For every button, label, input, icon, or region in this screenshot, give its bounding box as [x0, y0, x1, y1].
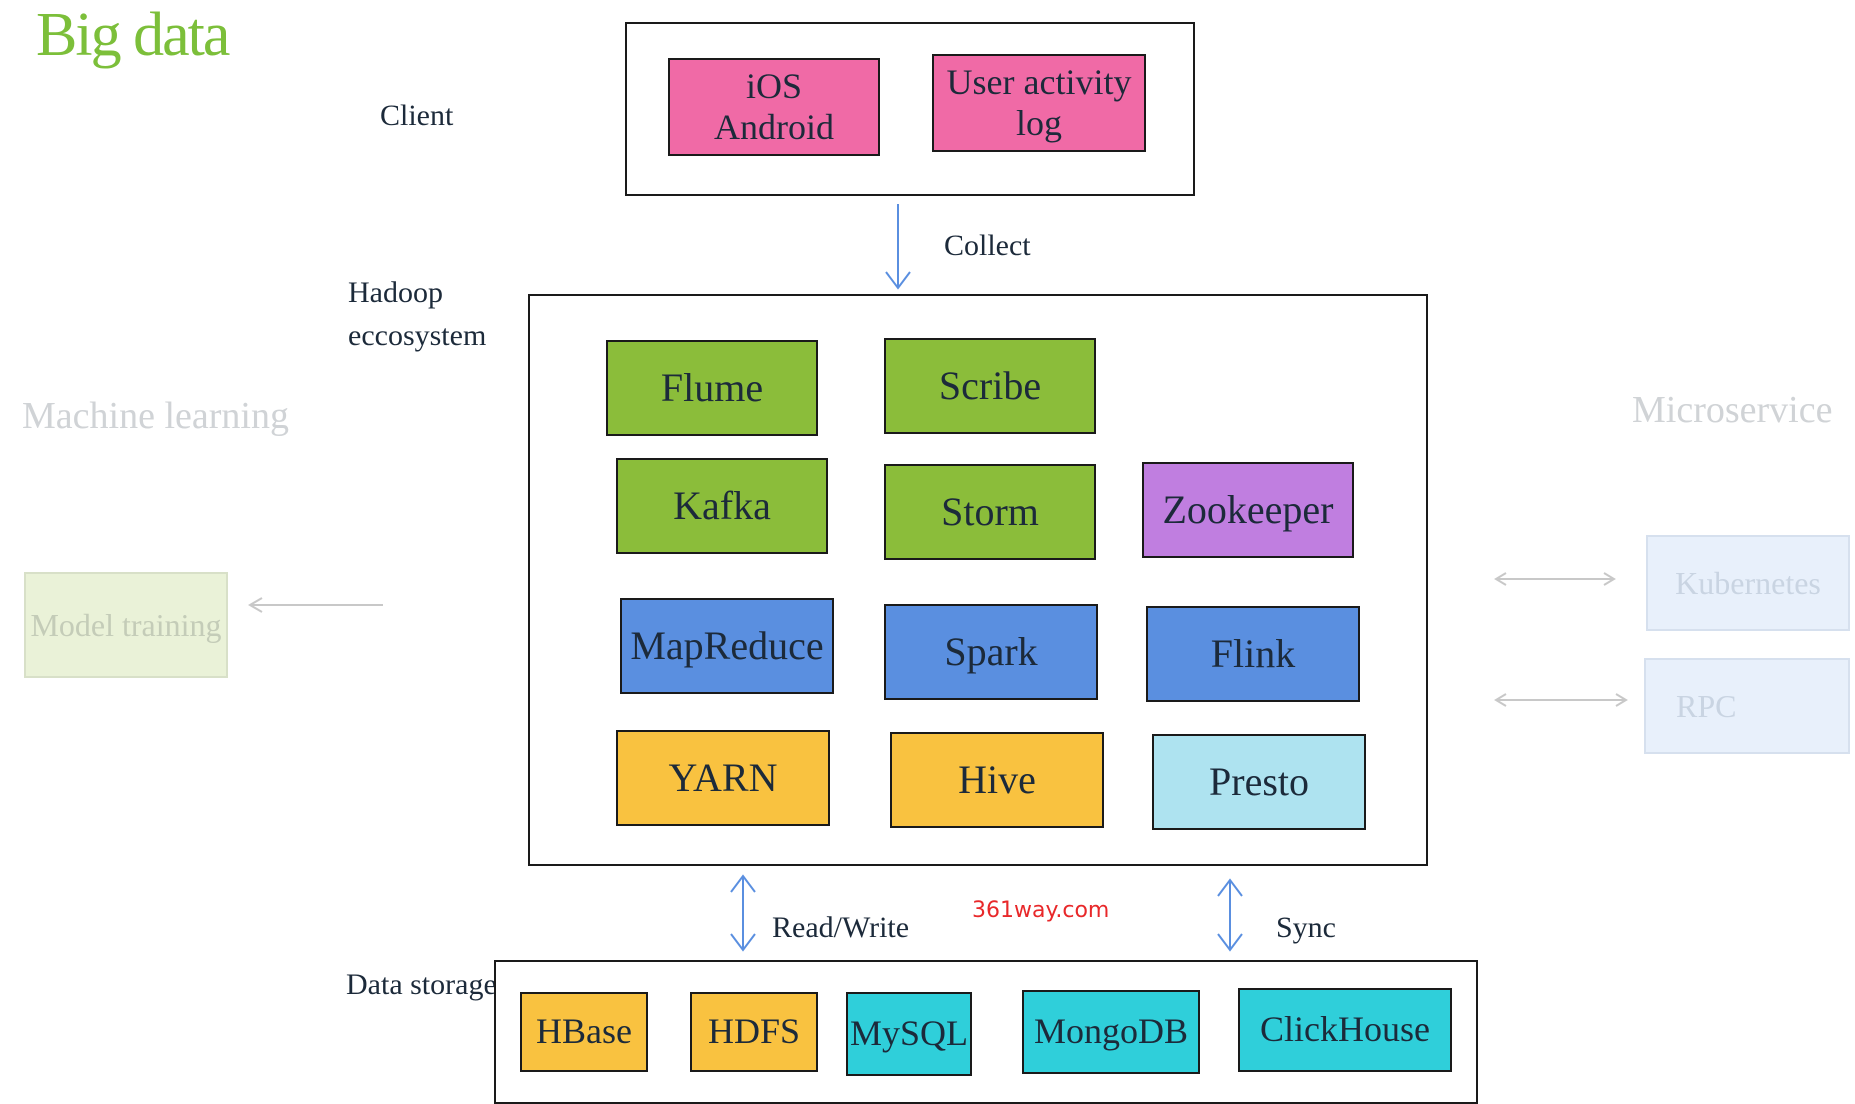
user-activity-log-box: User activity log — [932, 54, 1146, 152]
rpc-box: RPC — [1644, 658, 1850, 754]
sync-arrow — [1217, 878, 1243, 952]
hdfs-label: HDFS — [707, 1011, 801, 1052]
scribe-box: Scribe — [884, 338, 1096, 434]
rpc-arrow — [1494, 693, 1628, 707]
hadoop-ecosystem-frame — [528, 294, 1428, 866]
ecosystem-label: eccosystem — [348, 319, 487, 352]
mapreduce-label: MapReduce — [630, 623, 824, 668]
mongodb-label: MongoDB — [1033, 1011, 1189, 1052]
collect-arrow — [885, 204, 911, 290]
hadoop-label: Hadoop — [348, 276, 443, 309]
mobile-clients-box: iOS Android — [668, 58, 880, 156]
spark-box: Spark — [884, 604, 1098, 700]
sync-label: Sync — [1276, 911, 1336, 944]
model-training-label: Model training — [30, 606, 222, 643]
user-activity-log-label: User activity log — [946, 61, 1132, 143]
model-training-box: Model training — [24, 572, 228, 678]
ios-label: iOS — [745, 65, 803, 106]
zookeeper-label: Zookeeper — [1162, 487, 1334, 532]
client-label: Client — [380, 99, 454, 132]
client-frame — [625, 22, 1195, 196]
read-write-arrow — [730, 874, 756, 952]
flink-label: Flink — [1210, 631, 1296, 676]
machine-learning-label: Machine learning — [22, 395, 289, 437]
storm-box: Storm — [884, 464, 1096, 560]
data-storage-label: Data storage — [346, 968, 497, 1001]
storm-label: Storm — [941, 489, 1039, 534]
spark-label: Spark — [944, 629, 1038, 674]
read-write-label: Read/Write — [772, 911, 910, 944]
kafka-box: Kafka — [616, 458, 828, 554]
watermark-text: 361way.com — [972, 898, 1110, 923]
mysql-box: MySQL — [846, 992, 972, 1076]
mysql-label: MySQL — [849, 1013, 969, 1054]
kubernetes-label: Kubernetes — [1675, 564, 1821, 601]
kubernetes-arrow — [1494, 572, 1616, 586]
microservice-label: Microservice — [1632, 389, 1833, 431]
mapreduce-box: MapReduce — [620, 598, 834, 694]
clickhouse-box: ClickHouse — [1238, 988, 1452, 1072]
hive-box: Hive — [890, 732, 1104, 828]
hbase-label: HBase — [536, 1011, 632, 1052]
model-training-arrow — [248, 597, 383, 613]
rpc-label: RPC — [1676, 687, 1737, 724]
yarn-box: YARN — [616, 730, 830, 826]
android-label: Android — [714, 107, 834, 147]
scribe-label: Scribe — [938, 363, 1042, 408]
yarn-label: YARN — [668, 755, 778, 800]
page-title: Big data — [36, 1, 230, 69]
clickhouse-label: ClickHouse — [1260, 1009, 1430, 1050]
presto-label: Presto — [1209, 759, 1309, 804]
presto-box: Presto — [1152, 734, 1366, 830]
flume-label: Flume — [660, 365, 764, 410]
flink-box: Flink — [1146, 606, 1360, 702]
zookeeper-box: Zookeeper — [1142, 462, 1354, 558]
flume-box: Flume — [606, 340, 818, 436]
hbase-box: HBase — [520, 992, 648, 1072]
kubernetes-box: Kubernetes — [1646, 535, 1850, 631]
collect-label: Collect — [944, 229, 1031, 262]
kafka-label: Kafka — [673, 483, 771, 528]
mongodb-box: MongoDB — [1022, 990, 1200, 1074]
hive-label: Hive — [958, 757, 1036, 802]
hdfs-box: HDFS — [690, 992, 818, 1072]
